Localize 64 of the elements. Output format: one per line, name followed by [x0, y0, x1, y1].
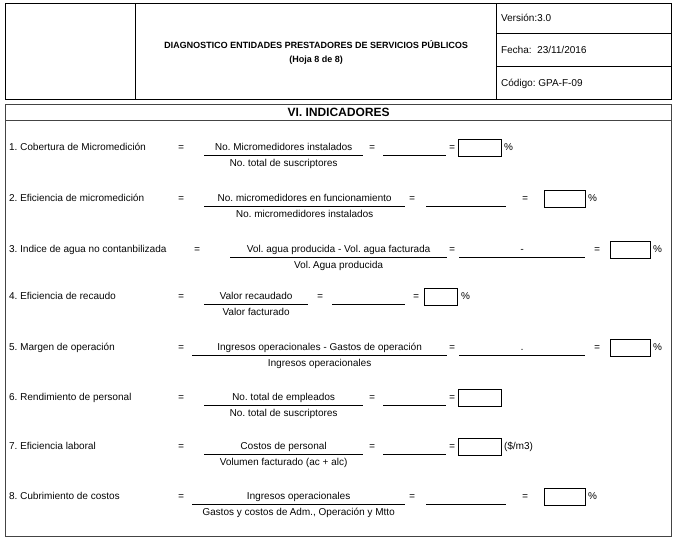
equals-sign: =	[413, 291, 419, 303]
numerator-text: No. Micromedidores instalados	[214, 142, 352, 154]
equals-sign: =	[317, 291, 323, 303]
indicator-name: 3. Indice de agua no contanbilizada	[9, 244, 166, 256]
separator-mark: -	[520, 244, 524, 256]
equals-sign: =	[409, 491, 415, 503]
equals-sign: =	[369, 441, 375, 453]
equals-sign: =	[449, 441, 455, 453]
denominator-text: No. total de suscriptores	[230, 408, 338, 420]
form-title: DIAGNOSTICO ENTIDADES PRESTADORES DE SERVICIOS PÚBLICOS	[164, 38, 468, 52]
equals-sign: =	[178, 392, 184, 404]
equals-sign: =	[369, 142, 375, 154]
denominator-text: Ingresos operacionales	[268, 358, 372, 370]
indicator-name: 5. Margen de operación	[9, 342, 115, 354]
indicator-name: 4. Eficiencia de recaudo	[9, 291, 116, 303]
separator-mark: .	[520, 342, 524, 354]
equals-sign: =	[594, 342, 600, 354]
equals-sign: =	[369, 392, 375, 404]
denominator-text: Vol. Agua producida	[294, 260, 383, 272]
equals-sign: =	[178, 291, 184, 303]
unit-text: %	[588, 193, 597, 205]
equals-sign: =	[522, 193, 528, 205]
indicator-name: 7. Eficiencia laboral	[9, 441, 96, 453]
numerator-text: Ingresos operacionales	[246, 491, 350, 503]
equals-sign: =	[522, 491, 528, 503]
title-cell	[135, 3, 497, 100]
numerator-text: No. total de empleados	[232, 392, 335, 404]
equals-sign: =	[449, 244, 455, 256]
denominator-text: Valor facturado	[222, 307, 290, 319]
unit-text: %	[504, 142, 513, 154]
denominator-text: No. micromedidores instalados	[236, 209, 374, 221]
denominator-text: No. total de suscriptores	[230, 158, 338, 170]
header-field: Código: GPA-F-09	[501, 76, 583, 91]
equals-sign: =	[178, 491, 184, 503]
equals-sign: =	[449, 142, 455, 154]
equals-sign: =	[194, 244, 200, 256]
sheet-number: (Hoja 8 de 8)	[289, 52, 343, 66]
unit-text: %	[653, 342, 662, 354]
header-field: Fecha: 23/11/2016	[501, 42, 586, 58]
indicator-name: 1. Cobertura de Micromedición	[9, 142, 146, 154]
equals-sign: =	[449, 342, 455, 354]
denominator-text: Gastos y costos de Adm., Operación y Mtto	[202, 507, 395, 519]
equals-sign: =	[449, 392, 455, 404]
equals-sign: =	[178, 193, 184, 205]
header-field: Versión:3.0	[501, 10, 552, 26]
equals-sign: =	[178, 441, 184, 453]
equals-sign: =	[409, 193, 415, 205]
unit-text: %	[461, 291, 470, 303]
unit-text: %	[588, 491, 597, 503]
equals-sign: =	[178, 142, 184, 154]
numerator-text: Vol. agua producida - Vol. agua facturada	[246, 244, 430, 256]
unit-text: %	[653, 244, 662, 256]
equals-sign: =	[178, 342, 184, 354]
indicator-name: 2. Eficiencia de micromedición	[9, 193, 144, 205]
unit-text: ($/m3)	[504, 441, 533, 453]
denominator-text: Volumen facturado (ac + alc)	[220, 457, 348, 469]
numerator-text: Ingresos operacionales - Gastos de operación	[217, 342, 422, 354]
numerator-text: Valor recaudado	[220, 291, 292, 303]
section-heading: VI. INDICADORES	[6, 105, 671, 121]
equals-sign: =	[594, 244, 600, 256]
indicator-name: 8. Cubrimiento de costos	[9, 491, 120, 503]
indicator-name: 6. Rendimiento de personal	[9, 392, 132, 404]
numerator-text: Costos de personal	[240, 441, 327, 453]
numerator-text: No. micromedidores en funcionamiento	[218, 193, 392, 205]
